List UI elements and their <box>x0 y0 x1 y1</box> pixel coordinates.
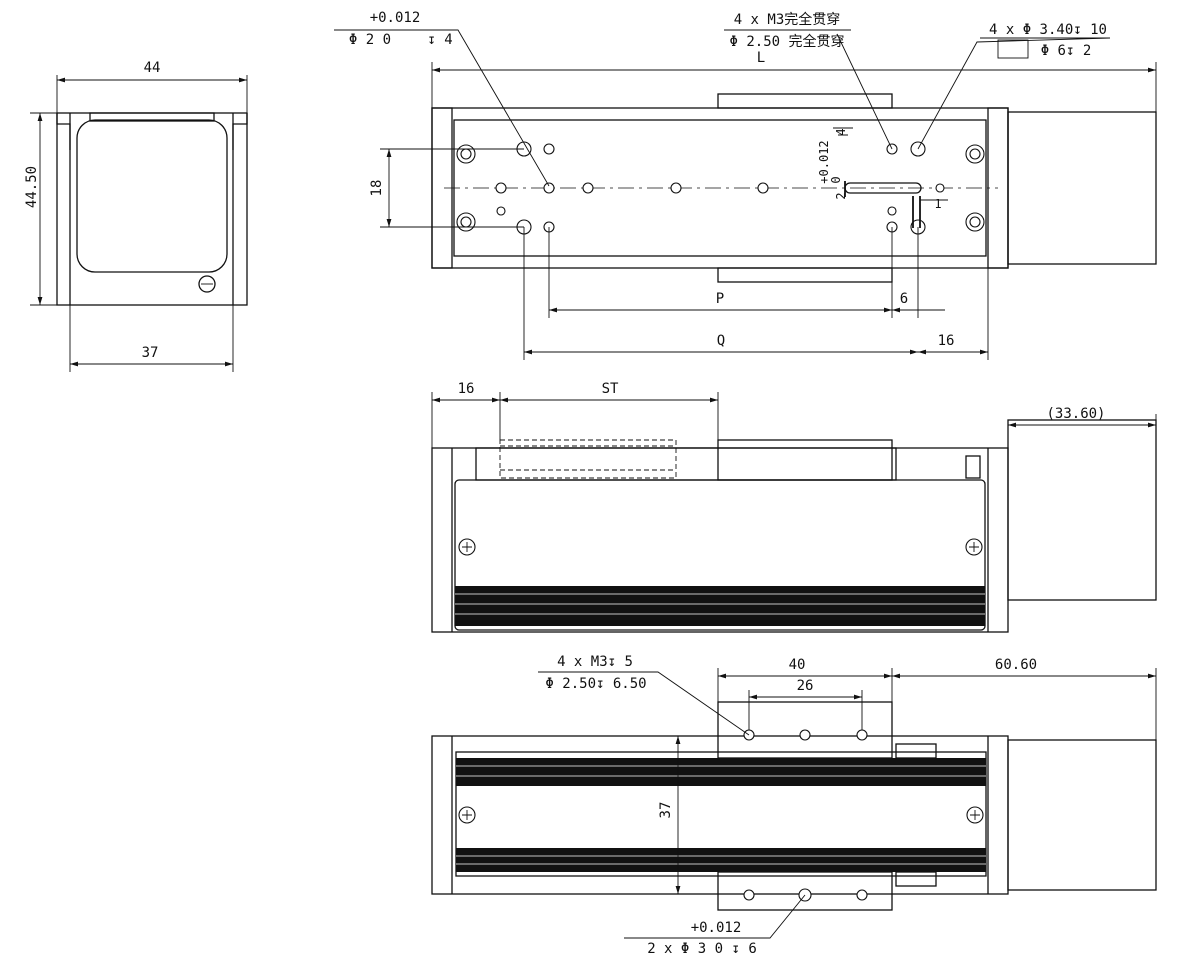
dim-26-label: 26 <box>797 678 814 694</box>
callout-bv-tl-line2: Φ 2.50↧ 6.50 <box>545 676 646 692</box>
callout-bv-bl-line2: 2 x Φ 3 0 ↧ 6 <box>647 941 757 957</box>
hole-icon <box>743 889 755 901</box>
hole-icon <box>757 182 769 194</box>
dim-6-label: 6 <box>900 291 908 307</box>
end-view-carriage-top <box>89 112 215 122</box>
dim-ext-P <box>548 227 919 318</box>
side-view-coupling <box>965 455 981 479</box>
side-view-rail <box>475 447 897 481</box>
slot-one-label: 1 <box>934 197 941 211</box>
callout-bv-tl-leader <box>538 671 750 736</box>
dim-ext-4450 <box>30 112 57 306</box>
end-view-flange <box>56 113 248 150</box>
bottom-view-band-bottom <box>456 848 986 872</box>
hole-icon <box>935 183 945 193</box>
callout-tc-line2: Φ 2.50 完全贯穿 <box>729 33 844 50</box>
dim-ext-37 <box>69 305 234 372</box>
side-view-stroke-ghost <box>499 439 677 479</box>
callout-tr-line2: Φ 6↧ 2 <box>1041 43 1092 59</box>
callout-tr-leader <box>917 37 1111 150</box>
callout-tl-leader <box>334 29 550 187</box>
callout-bv-bl-line1: +0.012 <box>691 920 742 936</box>
bottom-view-band-top <box>456 758 986 786</box>
dim-37b-label: 37 <box>658 802 674 819</box>
end-view-motor-face <box>76 119 228 273</box>
top-view-carriage-bottom <box>717 267 893 283</box>
hole-icon <box>887 206 897 216</box>
dim-37-label: 37 <box>142 345 159 361</box>
hole-icon <box>856 889 868 901</box>
bottom-view-motor <box>1007 739 1157 891</box>
dim-ext-L <box>431 62 1157 112</box>
callout-tc-leader <box>724 29 893 150</box>
slot-tol-b: 0 <box>829 176 843 183</box>
dim-motor-label: (33.60) <box>1046 406 1105 422</box>
callout-bv-tl-line1: 4 x M3↧ 5 <box>557 654 633 670</box>
hole-icon <box>582 182 594 194</box>
dim-40-label: 40 <box>789 657 806 673</box>
hole-icon <box>856 729 868 741</box>
dim-L-label: L <box>757 50 765 66</box>
bottom-view: 40 26 60.60 37 4 x M3↧ 5 Φ 2.50↧ 6.50 +0… <box>431 654 1157 957</box>
hole-icon <box>799 729 811 741</box>
end-view: 44 44.50 37 <box>24 60 248 372</box>
callout-tl-line2: Φ 2 0 <box>349 32 391 48</box>
side-view-endcaps <box>451 448 989 632</box>
callout-bv-bl-leader <box>624 894 806 939</box>
side-view-rubber-band <box>455 586 985 626</box>
callout-tl-line1: +0.012 <box>370 10 421 26</box>
bottom-view-cover <box>455 751 987 877</box>
slot-depth-label: 4 <box>834 128 848 135</box>
hole-icon <box>543 182 555 194</box>
top-view-carriage-top <box>717 93 893 109</box>
callout-tr-box <box>997 39 1029 59</box>
side-view-motor <box>1007 419 1157 601</box>
dim-ext-44 <box>56 75 248 113</box>
dim-ext-18 <box>380 148 524 228</box>
dim-P-label: P <box>716 291 724 307</box>
dim-16b-label: 16 <box>458 381 475 397</box>
dim-4450-label: 44.50 <box>24 166 40 208</box>
hole-icon <box>670 182 682 194</box>
hole-icon <box>496 206 506 216</box>
hole-icon <box>543 143 555 155</box>
end-view-body-sides <box>69 113 234 305</box>
callout-tr-line1: 4 x Φ 3.40↧ 10 <box>989 22 1107 38</box>
callout-tl-line3: ↧ 4 <box>427 32 452 48</box>
top-view-motor <box>1007 111 1157 265</box>
slot-width-label: 2 <box>834 192 848 199</box>
dim-ext-26 <box>748 690 863 730</box>
dim-44-label: 44 <box>144 60 161 76</box>
end-view-screw-icon <box>198 275 216 293</box>
slot-tol-a: +0.012 <box>817 140 831 183</box>
side-view: 16 ST (33.60) <box>431 381 1157 633</box>
top-view: 18 L P 6 Q 16 +0.012 0 4 2 1 +0.012 Φ 2 … <box>334 10 1157 360</box>
hole-icon <box>495 182 507 194</box>
slot-dim-ticks <box>844 181 921 228</box>
dim-Q-label: Q <box>717 333 725 349</box>
callout-tc-line1: 4 x M3完全贯穿 <box>734 11 841 28</box>
dim-ext-Q <box>523 227 989 360</box>
dim-18-label: 18 <box>369 180 385 197</box>
dim-6060-label: 60.60 <box>995 657 1037 673</box>
dim-16-label: 16 <box>938 333 955 349</box>
end-view-outline <box>56 112 248 306</box>
side-view-carriage <box>717 439 893 481</box>
bottom-view-endcaps <box>451 736 989 894</box>
depth-symbol-icon <box>833 127 853 136</box>
dim-ext-40 <box>717 668 1157 740</box>
dim-ST-label: ST <box>602 381 619 397</box>
